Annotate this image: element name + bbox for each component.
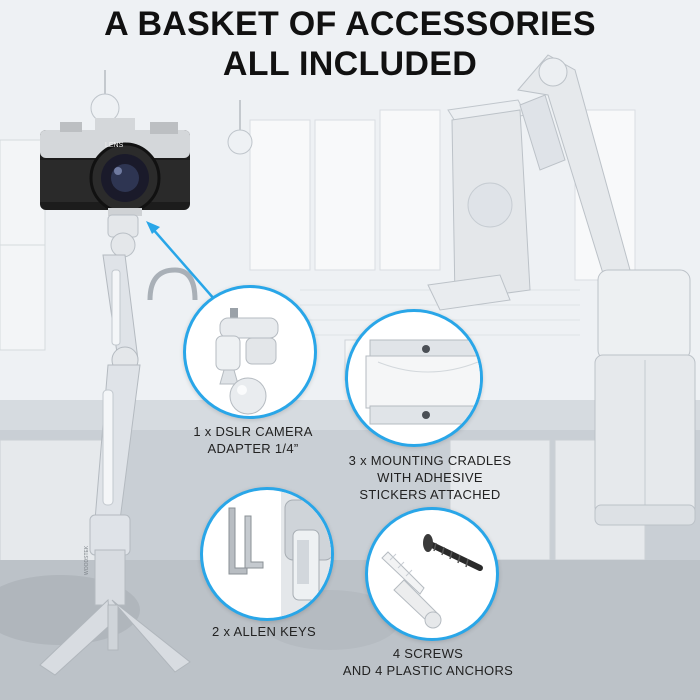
caption-cradles-line-2: WITH ADHESIVE [377, 470, 483, 485]
caption-cradles-line-1: 3 x MOUNTING CRADLES [348, 453, 512, 468]
headline-line-1: A BASKET OF ACCESSORIES [104, 5, 596, 43]
pointer-arrow [146, 221, 216, 301]
tablet-cradle [427, 99, 531, 311]
mounting-cradle-icon [365, 339, 480, 425]
headline: A BASKET OF ACCESSORIES ALL INCLUDED [0, 4, 700, 84]
caption-dslr-line-2: ADAPTER 1/4” [207, 441, 299, 456]
allen-key-icon [228, 490, 331, 618]
caption-allen-keys: 2 x ALLEN KEYS [200, 623, 328, 640]
stand-brand-text: WOODSTEK [84, 545, 90, 575]
screw-anchor-icon [381, 534, 483, 629]
headline-line-2: ALL INCLUDED [222, 45, 478, 83]
caption-screws-line-2: AND 4 PLASTIC ANCHORS [342, 663, 514, 678]
circle-allen-keys [200, 487, 334, 621]
caption-screws-line-1: 4 SCREWS [392, 646, 464, 661]
camera-lens-badge: LENS [105, 142, 124, 149]
circle-dslr-adapter [183, 285, 317, 419]
wall-mount [594, 269, 696, 526]
caption-dslr-line-1: 1 x DSLR CAMERA [193, 424, 313, 439]
stand-arm [39, 214, 191, 676]
caption-mounting-cradles: 3 x MOUNTING CRADLES WITH ADHESIVE STICK… [330, 452, 530, 503]
caption-dslr-adapter: 1 x DSLR CAMERA ADAPTER 1/4” [178, 423, 328, 457]
caption-screws-anchors: 4 SCREWS AND 4 PLASTIC ANCHORS [318, 645, 538, 679]
wall-arm [517, 54, 642, 307]
caption-cradles-line-3: STICKERS ATTACHED [359, 487, 501, 502]
circle-mounting-cradles [345, 309, 483, 447]
caption-allen-line-1: 2 x ALLEN KEYS [212, 624, 316, 639]
dslr-camera [40, 118, 190, 216]
camera-adapter-icon [215, 308, 279, 415]
circle-screws-anchors [365, 507, 499, 641]
